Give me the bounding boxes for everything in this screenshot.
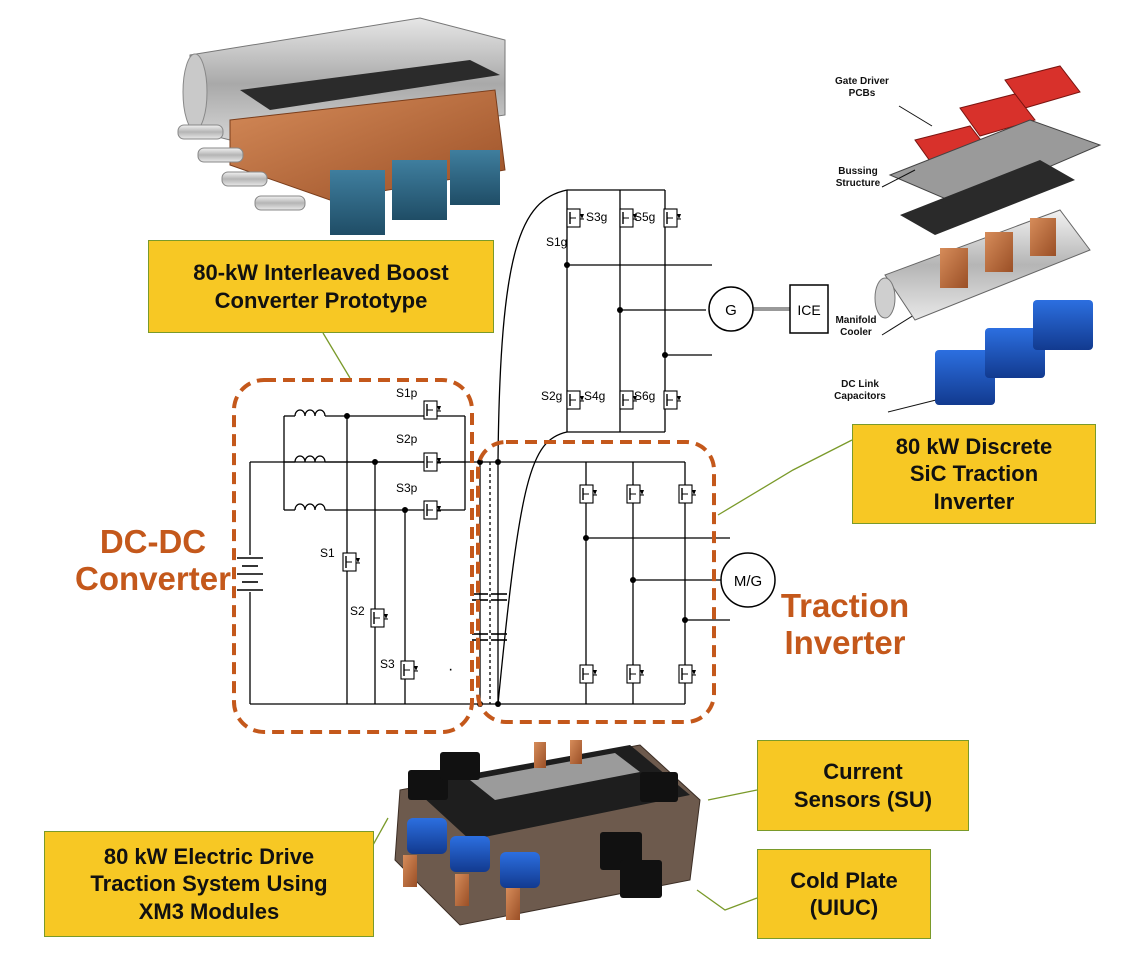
current-sensors-callout: Current Sensors (SU) <box>757 740 969 831</box>
bussing-label-line1: Bussing <box>838 166 878 177</box>
drive-callout-line3: XM3 Modules <box>138 898 280 924</box>
dcdc-label-line1: DC-DC <box>99 523 207 560</box>
switch-label-s3: S3 <box>380 657 395 671</box>
dclink-label-line2: Capacitors <box>834 391 886 402</box>
boost-callout-line1: 80-kW Interleaved Boost <box>193 260 449 285</box>
dc-link-capacitors <box>472 593 507 641</box>
switch-label-s2: S2 <box>350 604 365 618</box>
sensors-callout-line2: Sensors (SU) <box>793 786 933 812</box>
electric-drive-photo <box>394 740 701 926</box>
switch-label-s3g: S3g <box>586 210 607 224</box>
cold-plate-callout: Cold Plate (UIUC) <box>757 849 931 939</box>
dcdc-converter-label: DC-DC Converter <box>58 523 248 598</box>
switch-label-s1p: S1p <box>396 386 418 400</box>
sic-inverter-callout: 80 kW Discrete SiC Traction Inverter <box>852 424 1096 524</box>
switch-label-s5g: S5g <box>634 210 655 224</box>
switch-label-s1g: S1g <box>546 235 567 249</box>
gate-driver-label-line1: Gate Driver <box>835 76 889 87</box>
traction-block-outline <box>476 440 716 724</box>
boost-inductors <box>294 409 326 511</box>
generator-label: G <box>725 302 737 319</box>
sic-callout-line1: 80 kW Discrete <box>895 433 1053 459</box>
switch-label-s1: S1 <box>320 546 335 560</box>
switch-label-s2g: S2g <box>541 389 562 403</box>
dcdc-block-outline <box>232 378 474 734</box>
switch-label-s4g: S4g <box>584 389 605 403</box>
battery-icon <box>237 557 263 591</box>
generator-symbol <box>708 286 754 332</box>
motor-generator-symbol <box>720 552 776 608</box>
bussing-label-line2: Structure <box>835 178 881 189</box>
boost-converter-callout: 80-kW Interleaved Boost Converter Protot… <box>148 240 494 333</box>
sic-callout-line2: SiC Traction <box>909 461 1039 487</box>
gate-driver-label: Gate Driver PCBs <box>822 76 902 100</box>
coldplate-callout-line2: (UIUC) <box>809 895 879 920</box>
switch-labels: S1g S3g S5g S2g S4g S6g S1p S2p S3p S1 S… <box>320 210 655 678</box>
electric-drive-callout: 80 kW Electric Drive Traction System Usi… <box>44 831 374 937</box>
sic-callout-line3: Inverter <box>933 488 1015 514</box>
drive-callout-line1: 80 kW Electric Drive <box>103 843 315 869</box>
dclink-label-line1: DC Link <box>841 379 879 390</box>
manifold-cooler-label: Manifold Cooler <box>826 315 886 339</box>
engine-box <box>789 284 829 334</box>
boost-converter-photo <box>177 17 506 235</box>
bussing-structure-label: Bussing Structure <box>822 166 894 190</box>
motor-generator-label: M/G <box>734 573 762 590</box>
boost-callout-line2: Converter Prototype <box>214 287 428 313</box>
boost-ellipsis: · <box>448 661 453 678</box>
coldplate-callout-line1: Cold Plate <box>790 867 898 893</box>
traction-label-line1: Traction <box>780 587 910 624</box>
exploded-inverter-view <box>874 65 1102 413</box>
sensors-callout-line1: Current <box>823 759 903 784</box>
traction-inverter-label: Traction Inverter <box>770 587 920 662</box>
dc-link-capacitors-label: DC Link Capacitors <box>826 379 894 403</box>
manifold-label-line2: Cooler <box>840 327 872 338</box>
switch-label-s2p: S2p <box>396 432 418 446</box>
drive-callout-line2: Traction System Using <box>90 871 328 897</box>
manifold-label-line1: Manifold <box>835 315 877 326</box>
dcdc-label-line2: Converter <box>75 559 231 597</box>
callout-leaders <box>322 332 853 911</box>
switch-label-s3p: S3p <box>396 481 418 495</box>
switch-label-s6g: S6g <box>634 389 655 403</box>
engine-label: ICE <box>797 302 820 318</box>
gate-driver-label-line2: PCBs <box>848 88 876 99</box>
traction-label-line2: Inverter <box>784 623 906 661</box>
